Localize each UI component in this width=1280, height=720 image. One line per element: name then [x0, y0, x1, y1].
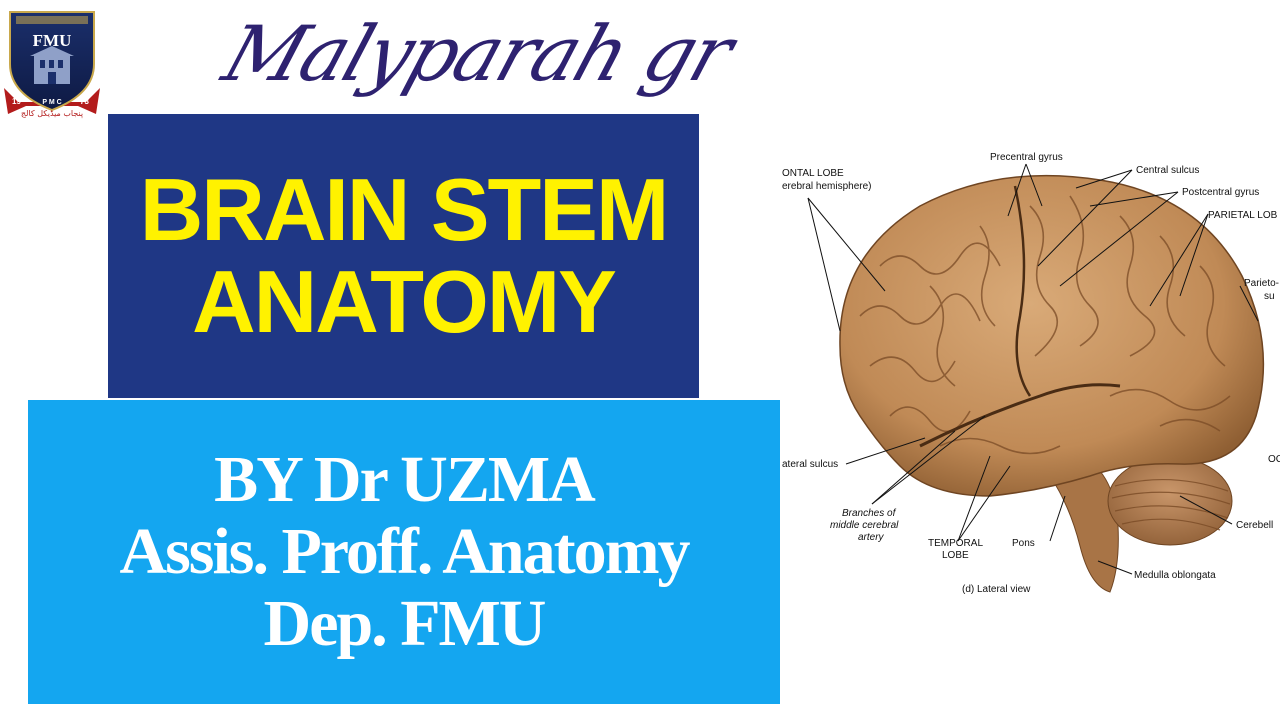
label-branches-1: Branches of: [842, 508, 897, 519]
fmu-logo: FMU 19 73 P M C پنجاب میڈیکل کالج: [0, 2, 104, 124]
label-parieto: Parieto-: [1244, 278, 1279, 289]
title-line-2: ANATOMY: [192, 252, 617, 351]
leader-lines: [807, 163, 1259, 575]
label-branches-2: middle cerebral: [830, 520, 899, 531]
gyri-texture: [859, 195, 1231, 455]
lateral-sulcus-line: [919, 383, 1121, 448]
label-postcentral-gyrus: Postcentral gyrus: [1182, 187, 1259, 198]
logo-ribbon: [4, 88, 100, 114]
svg-text:پنجاب میڈیکل کالج: پنجاب میڈیکل کالج: [21, 109, 83, 118]
title-line-1: BRAIN STEM: [139, 160, 670, 259]
author-line-1: BY Dr UZMA: [214, 443, 596, 516]
label-temporal-1: TEMPORAL: [928, 538, 983, 549]
cerebellum-shape: [1107, 456, 1233, 546]
svg-text:19: 19: [12, 97, 21, 106]
label-medulla: Medulla oblongata: [1134, 570, 1216, 581]
label-temporal-2: LOBE: [942, 550, 969, 561]
label-precentral-gyrus: Precentral gyrus: [990, 152, 1063, 163]
author-line-2: Assis. Proff. Anatomy: [119, 515, 690, 588]
svg-text:73: 73: [80, 97, 89, 106]
label-lateral-sulcus: ateral sulcus: [782, 459, 838, 470]
central-sulcus-line: [1013, 185, 1032, 397]
label-cerebral-hemisphere: erebral hemisphere): [782, 181, 872, 192]
label-frontal-lobe: ONTAL LOBE: [782, 168, 844, 179]
title-box: BRAIN STEM ANATOMY: [108, 114, 699, 398]
label-parieto-sulcus: su: [1264, 291, 1275, 302]
logo-text: FMU: [33, 31, 72, 50]
label-branches-3: artery: [858, 532, 885, 543]
label-parietal-lobe: PARIETAL LOB: [1208, 210, 1278, 221]
label-cerebellum: Cerebell: [1236, 520, 1273, 531]
cerebrum-shape: [839, 174, 1265, 497]
label-central-sulcus: Central sulcus: [1136, 165, 1199, 176]
label-pons: Pons: [1012, 538, 1035, 549]
author-box: BY Dr UZMA Assis. Proff. Anatomy Dep. FM…: [28, 400, 780, 704]
signature: Malyparah gr: [213, 9, 743, 98]
svg-text:P M C: P M C: [42, 99, 61, 106]
label-occipital: OC: [1268, 454, 1280, 465]
author-line-3: Dep. FMU: [263, 587, 547, 660]
brainstem-shape: [1049, 470, 1119, 593]
figure-caption: (d) Lateral view: [962, 584, 1031, 595]
brain-lateral-figure: ONTAL LOBE erebral hemisphere) Precentra…: [780, 146, 1280, 606]
